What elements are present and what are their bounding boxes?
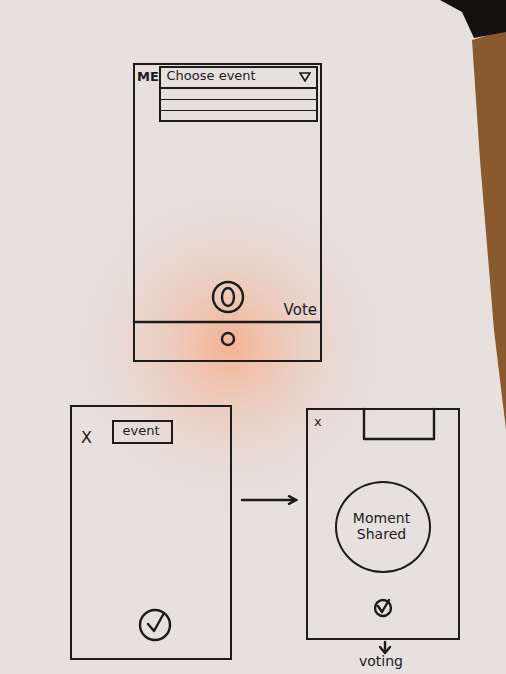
arrow-shaft [242,499,296,501]
confirm-button [140,610,170,640]
triangle-outline [300,73,310,81]
dropdown-header: Choose event [161,68,316,89]
confirm-check [148,613,164,631]
profile-label: ME [137,70,159,85]
voting-arrow-head [380,647,390,653]
arrow-head [289,496,296,504]
home-bar-line [134,321,321,323]
top-tab [364,409,434,439]
small-check [378,600,389,612]
dropdown-row [161,100,316,111]
voting-label: voting [359,653,403,669]
dropdown-label: Choose event [167,69,256,84]
dropdown-row [161,89,316,100]
phone-frame: xMoment Shared [306,408,460,640]
close-mark: X [81,429,92,447]
dark-corner [440,0,506,38]
flow-arrow [242,496,296,504]
capture-button-inner [222,288,234,306]
vote-label: Vote [284,302,317,319]
close-mark: x [314,415,322,430]
phone-frame: ME Vote Choose event [133,63,322,362]
small-check-button [375,600,391,616]
capture-button [213,282,243,312]
dropdown-row [161,111,316,121]
phone-frame: Xevent [70,405,232,660]
moment-shared-text: Moment Shared [345,510,419,542]
dropdown-triangle [299,72,311,82]
event-tag: event [112,420,173,444]
home-button [222,333,234,345]
desk-wood [472,30,506,430]
moment-shared-bubble: Moment Shared [335,481,431,573]
event-tag-label: event [114,422,171,441]
event-dropdown: Choose event [159,66,318,122]
